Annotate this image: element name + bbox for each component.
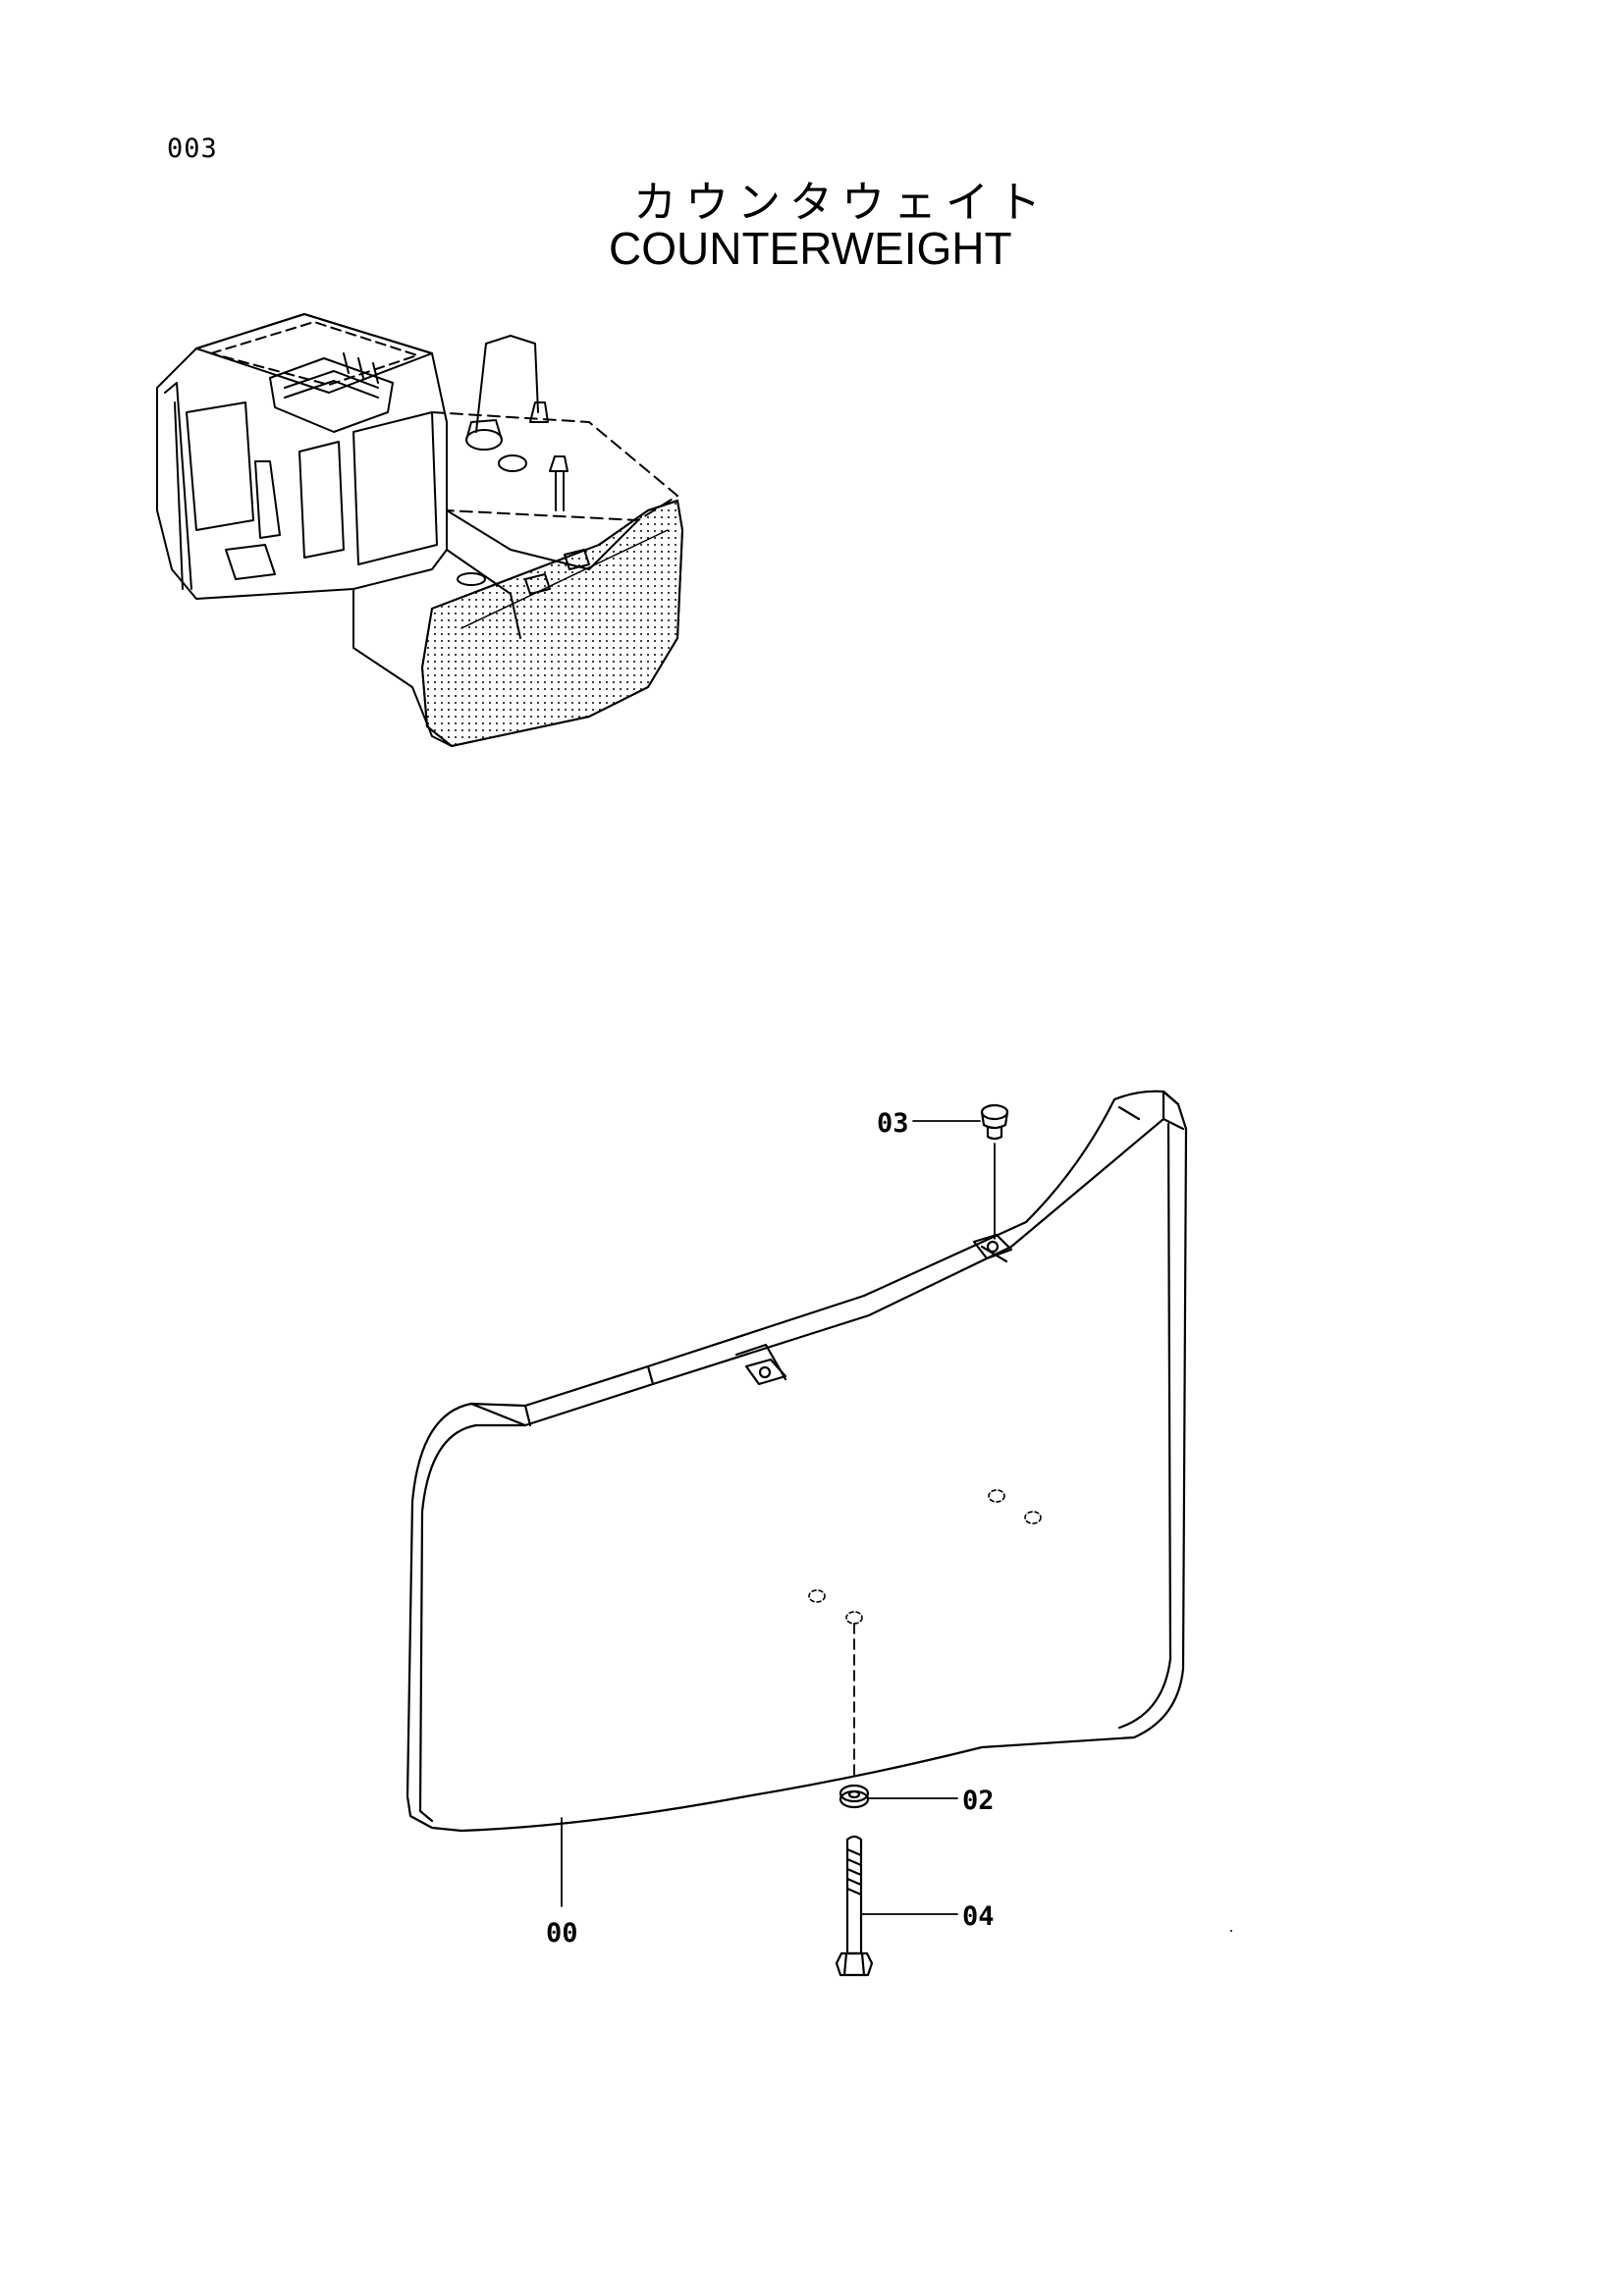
- page-number: 003: [167, 133, 218, 164]
- counterweight-exploded-view: [406, 1090, 1188, 1977]
- title-english: COUNTERWEIGHT: [609, 223, 1012, 274]
- callout-00: 00: [546, 1918, 578, 1949]
- callout-03: 03: [877, 1108, 909, 1139]
- title-japanese: カウンタウェイト: [633, 178, 1050, 228]
- callout-02: 02: [962, 1786, 995, 1816]
- callout-04: 04: [962, 1901, 995, 1932]
- machine-location-view: [156, 313, 683, 747]
